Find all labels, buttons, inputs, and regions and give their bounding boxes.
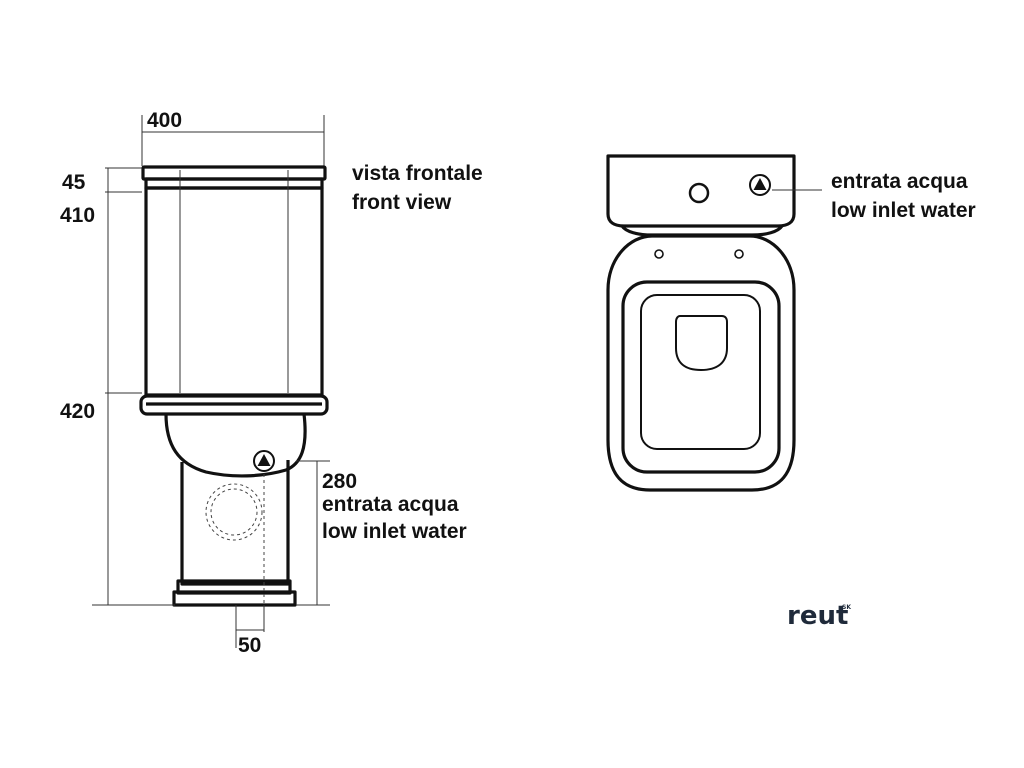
top-inlet-symbol-icon — [749, 174, 771, 196]
front-inlet-label-it: entrata acqua — [322, 493, 459, 516]
inlet-symbol-icon — [253, 450, 275, 472]
front-inlet-label-en: low inlet water — [322, 520, 467, 543]
top-inlet-label-it: entrata acqua — [831, 170, 968, 193]
brand-superscript: SK — [842, 604, 851, 611]
view-title-en: front view — [352, 191, 452, 214]
seat-and-bowl — [606, 234, 796, 492]
inlet-height-dimension: 280 — [296, 460, 357, 606]
lid-height-label: 45 — [62, 171, 86, 194]
tank-lid — [141, 165, 327, 190]
bowl — [164, 413, 307, 478]
view-title-it: vista frontale — [352, 162, 483, 185]
outlet-offset-label: 50 — [238, 634, 261, 657]
bowl-rim — [139, 394, 329, 416]
brand-name: reut — [787, 601, 848, 631]
width-dimension: 400 — [141, 109, 325, 166]
inlet-height-label: 280 — [322, 470, 357, 493]
cistern-top — [606, 154, 796, 237]
front-view: 400 50 — [60, 109, 483, 657]
top-view: entrata acqua low inlet water — [606, 154, 976, 492]
pedestal: 50 — [172, 460, 297, 657]
bowl-height-label: 420 — [60, 400, 95, 423]
top-inlet-label-en: low inlet water — [831, 199, 976, 222]
width-dimension-label: 400 — [147, 109, 182, 132]
height-dimensions: 45 410 420 — [60, 167, 175, 606]
tank-body — [144, 170, 324, 397]
tank-height-label: 410 — [60, 204, 95, 227]
brand-logo: reut SK — [787, 601, 851, 631]
